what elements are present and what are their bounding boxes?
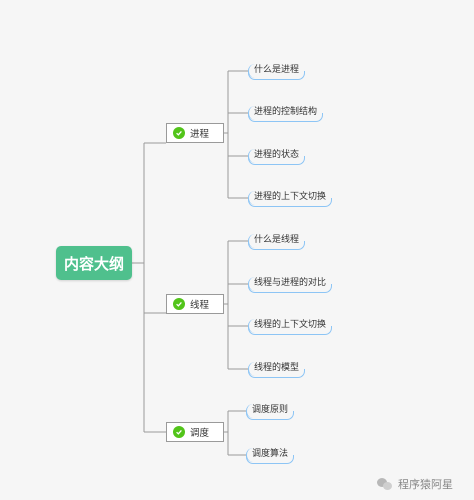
branch-node-process[interactable]: 进程 [166,123,224,143]
leaf-node[interactable]: 什么是线程 [248,232,306,250]
branch-node-thread[interactable]: 线程 [166,294,224,314]
branch-label: 进程 [190,129,210,140]
leaf-node[interactable]: 调度算法 [246,446,295,464]
branch-label: 调度 [190,428,210,439]
leaf-node[interactable]: 调度原则 [246,402,295,420]
branch-label: 线程 [190,300,210,311]
wechat-icon [377,477,393,491]
leaf-node[interactable]: 线程的上下文切换 [248,317,333,335]
check-icon [173,127,185,139]
root-label: 内容大纲 [63,254,124,273]
watermark: 程序猿阿星 [377,476,453,492]
leaf-node[interactable]: 进程的上下文切换 [248,189,333,207]
branch-node-scheduling[interactable]: 调度 [166,422,224,442]
leaf-node[interactable]: 线程的模型 [248,360,306,378]
leaf-node[interactable]: 进程的状态 [248,147,306,165]
check-icon [173,426,185,438]
watermark-text: 程序猿阿星 [398,478,453,491]
leaf-node[interactable]: 什么是进程 [248,62,306,80]
leaf-node[interactable]: 进程的控制结构 [248,104,324,122]
check-icon [173,298,185,310]
root-node[interactable]: 内容大纲 [56,246,132,280]
leaf-node[interactable]: 线程与进程的对比 [248,275,333,293]
